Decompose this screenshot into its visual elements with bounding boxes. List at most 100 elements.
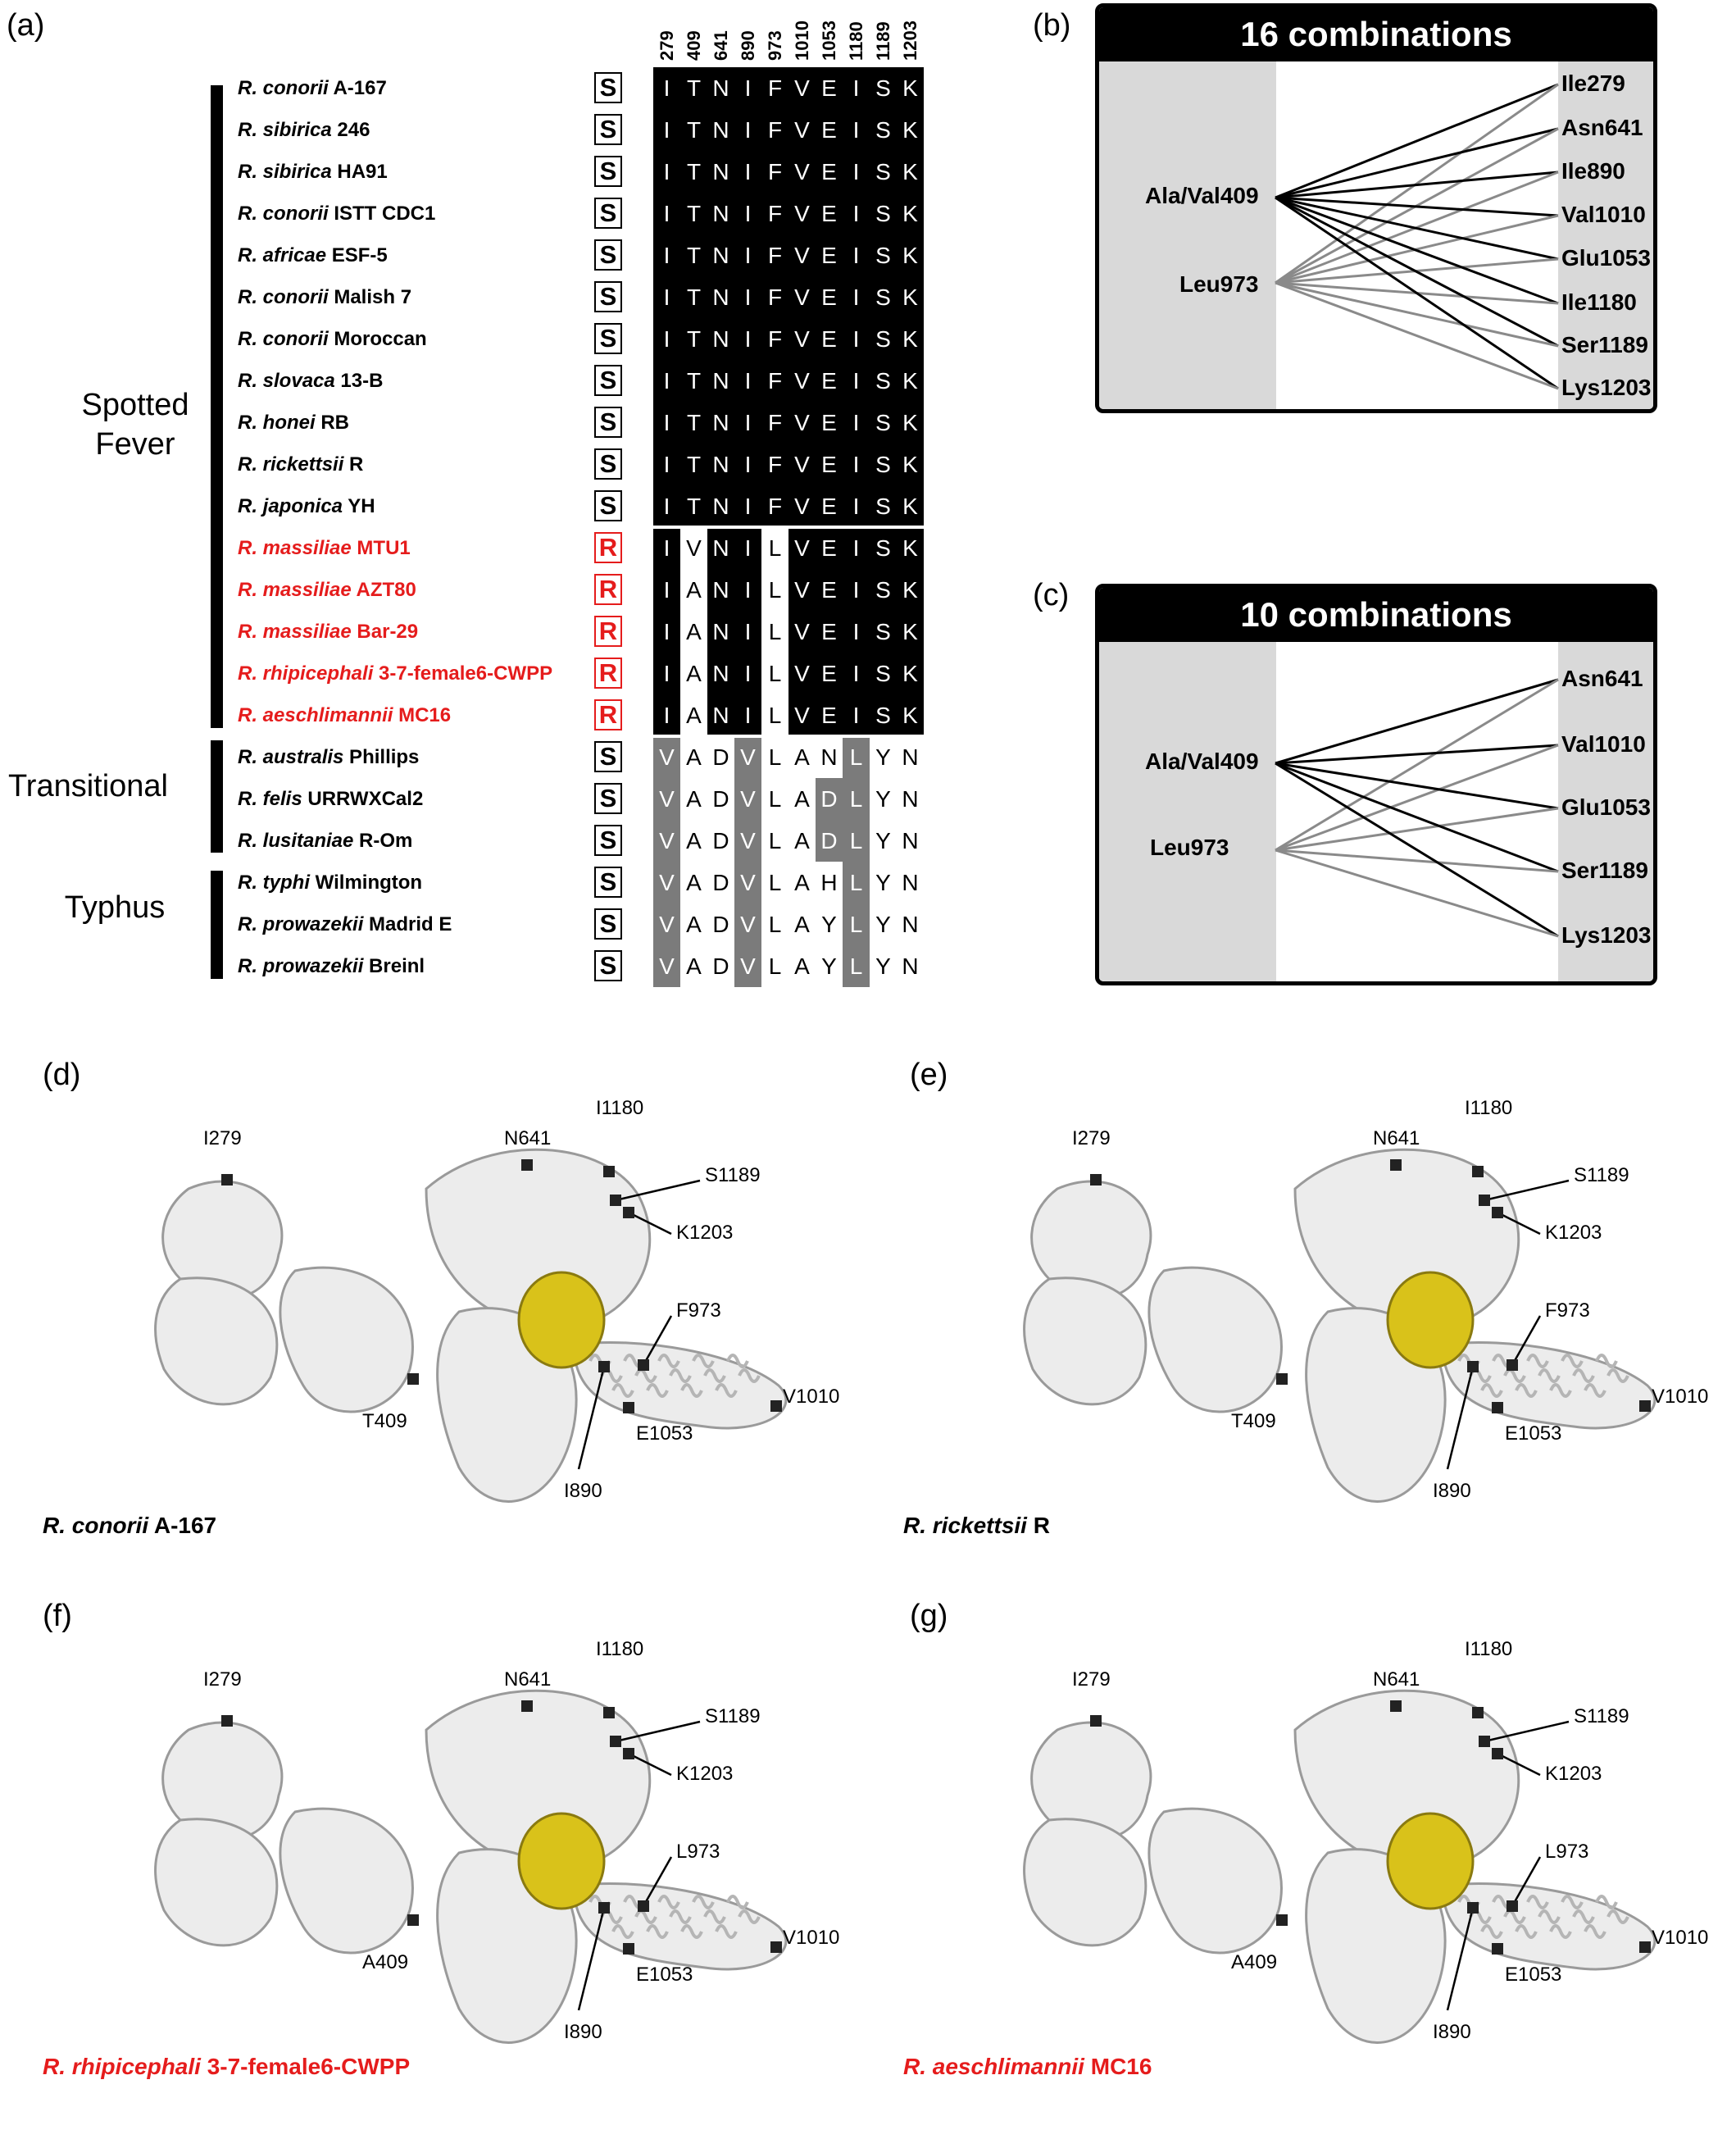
- site-marker: [1639, 1400, 1651, 1412]
- combination-line: [1275, 196, 1559, 217]
- panel-b-label: (b): [1033, 8, 1071, 43]
- site-marker: [1492, 1207, 1503, 1218]
- susceptible-badge: S: [594, 741, 622, 772]
- panel-g-label: (g): [910, 1599, 948, 1633]
- susceptible-badge: S: [594, 281, 622, 312]
- combination-line: [1275, 83, 1559, 199]
- species-genus: R. africae: [238, 244, 327, 266]
- residue-cell-279: I: [653, 694, 680, 736]
- residue-cell-1203: N: [902, 744, 919, 770]
- residue-cell-890: I: [734, 318, 761, 360]
- site-marker: [1492, 1402, 1503, 1413]
- combo-right-label: Lys1203: [1561, 922, 1652, 948]
- residue-cell-1203: K: [897, 276, 924, 318]
- site-label-K1203: K1203: [1545, 1222, 1602, 1244]
- species-genus: R. honei: [238, 412, 316, 434]
- species-strain: Malish 7: [328, 286, 412, 308]
- site-label-E1053: E1053: [1505, 1422, 1562, 1445]
- residue-cell-1010: V: [788, 485, 816, 527]
- species-genus: R. massiliae: [238, 579, 352, 601]
- residue-cell-409: A: [686, 912, 702, 937]
- site-marker: [638, 1900, 649, 1912]
- residue-cell-409: T: [680, 402, 707, 444]
- residue-cell-1010: V: [788, 611, 816, 653]
- site-marker: [623, 1402, 634, 1413]
- residue-cell-1010: V: [788, 360, 816, 402]
- site-label-E1053: E1053: [636, 1964, 693, 1986]
- site-label-V1010: V1010: [1652, 1927, 1709, 1949]
- site-marker: [770, 1941, 782, 1953]
- combo16-left-label-409: Ala/Val409: [1145, 183, 1259, 208]
- species-label: R. rickettsii R: [238, 453, 363, 476]
- residue-cell-279: I: [653, 234, 680, 276]
- combination-line: [1275, 849, 1559, 938]
- residue-cell-409: A: [686, 828, 702, 853]
- residue-cell-641: N: [707, 360, 734, 402]
- residue-cell-1010: V: [788, 318, 816, 360]
- residue-cell-890: I: [734, 360, 761, 402]
- species-label: R. prowazekii Breinl: [238, 955, 425, 978]
- residue-cell-641: N: [707, 611, 734, 653]
- residue-cell-409: A: [686, 577, 702, 603]
- residue-cell-1180: L: [843, 862, 870, 903]
- site-label-I890: I890: [1433, 1480, 1471, 1502]
- species-label: R. japonica YH: [238, 495, 375, 518]
- residue-cell-279: V: [653, 778, 680, 820]
- species-genus: R. australis: [238, 746, 344, 768]
- structure-strain: R: [1026, 1513, 1050, 1538]
- combination-line: [1275, 849, 1559, 873]
- residue-cell-1189: S: [870, 193, 897, 234]
- residue-cell-973: L: [768, 619, 782, 644]
- susceptible-badge: S: [594, 490, 622, 521]
- residue-cell-279: I: [653, 569, 680, 611]
- site-marker: [1390, 1159, 1402, 1171]
- species-genus: R. rickettsii: [238, 453, 344, 476]
- residue-cell-409: T: [680, 151, 707, 193]
- residue-cell-973: F: [761, 151, 788, 193]
- species-genus: R. conorii: [238, 77, 329, 99]
- residue-cell-1180: L: [843, 903, 870, 945]
- residue-cell-1053: Y: [821, 912, 837, 937]
- residue-cell-973: F: [761, 318, 788, 360]
- combo-right-label: Asn641: [1561, 666, 1643, 691]
- species-genus: R. conorii: [238, 286, 329, 308]
- residue-cell-1053: D: [816, 778, 843, 820]
- species-label: R. massiliae AZT80: [238, 579, 416, 602]
- residue-cell-1189: S: [870, 109, 897, 151]
- residue-cell-1053: H: [820, 870, 838, 895]
- combo-right-label: Ser1189: [1561, 332, 1648, 357]
- species-genus: R. conorii: [238, 203, 329, 225]
- residue-cell-279: I: [653, 485, 680, 527]
- susceptible-badge: S: [594, 323, 622, 354]
- site-label-V1010: V1010: [783, 1927, 840, 1949]
- residue-cell-1189: Y: [875, 744, 891, 770]
- residue-cell-973: L: [768, 535, 782, 561]
- combination-title-16: 16 combinations: [1099, 7, 1653, 61]
- species-genus: R. felis: [238, 788, 302, 810]
- residue-cell-1180: I: [843, 485, 870, 527]
- residue-cell-1203: K: [897, 151, 924, 193]
- residue-cell-641: N: [707, 444, 734, 485]
- residue-cell-973: L: [768, 661, 782, 686]
- position-header-1203: 1203: [900, 20, 920, 61]
- combination-line: [1275, 678, 1559, 852]
- residue-cell-1010: V: [788, 109, 816, 151]
- site-marker: [638, 1359, 649, 1371]
- group-label-spotted-fever: Spotted Fever: [81, 388, 189, 462]
- residue-cell-1053: E: [816, 653, 843, 694]
- combination-line: [1275, 127, 1559, 199]
- residue-cell-409: T: [680, 444, 707, 485]
- residue-cell-1189: Y: [875, 828, 891, 853]
- residue-cell-1053: E: [816, 276, 843, 318]
- species-genus: R. sibirica: [238, 161, 332, 183]
- residue-cell-973: L: [768, 703, 782, 728]
- combination-line: [1275, 744, 1559, 852]
- combo-right-label: Ile1180: [1561, 289, 1637, 315]
- residue-cell-1203: N: [902, 786, 919, 812]
- site-marker: [610, 1736, 621, 1747]
- protein-ribbon-structure: [154, 1689, 788, 2044]
- residue-cell-1180: L: [843, 820, 870, 862]
- residue-cell-279: V: [653, 820, 680, 862]
- residue-cell-1189: Y: [875, 953, 891, 979]
